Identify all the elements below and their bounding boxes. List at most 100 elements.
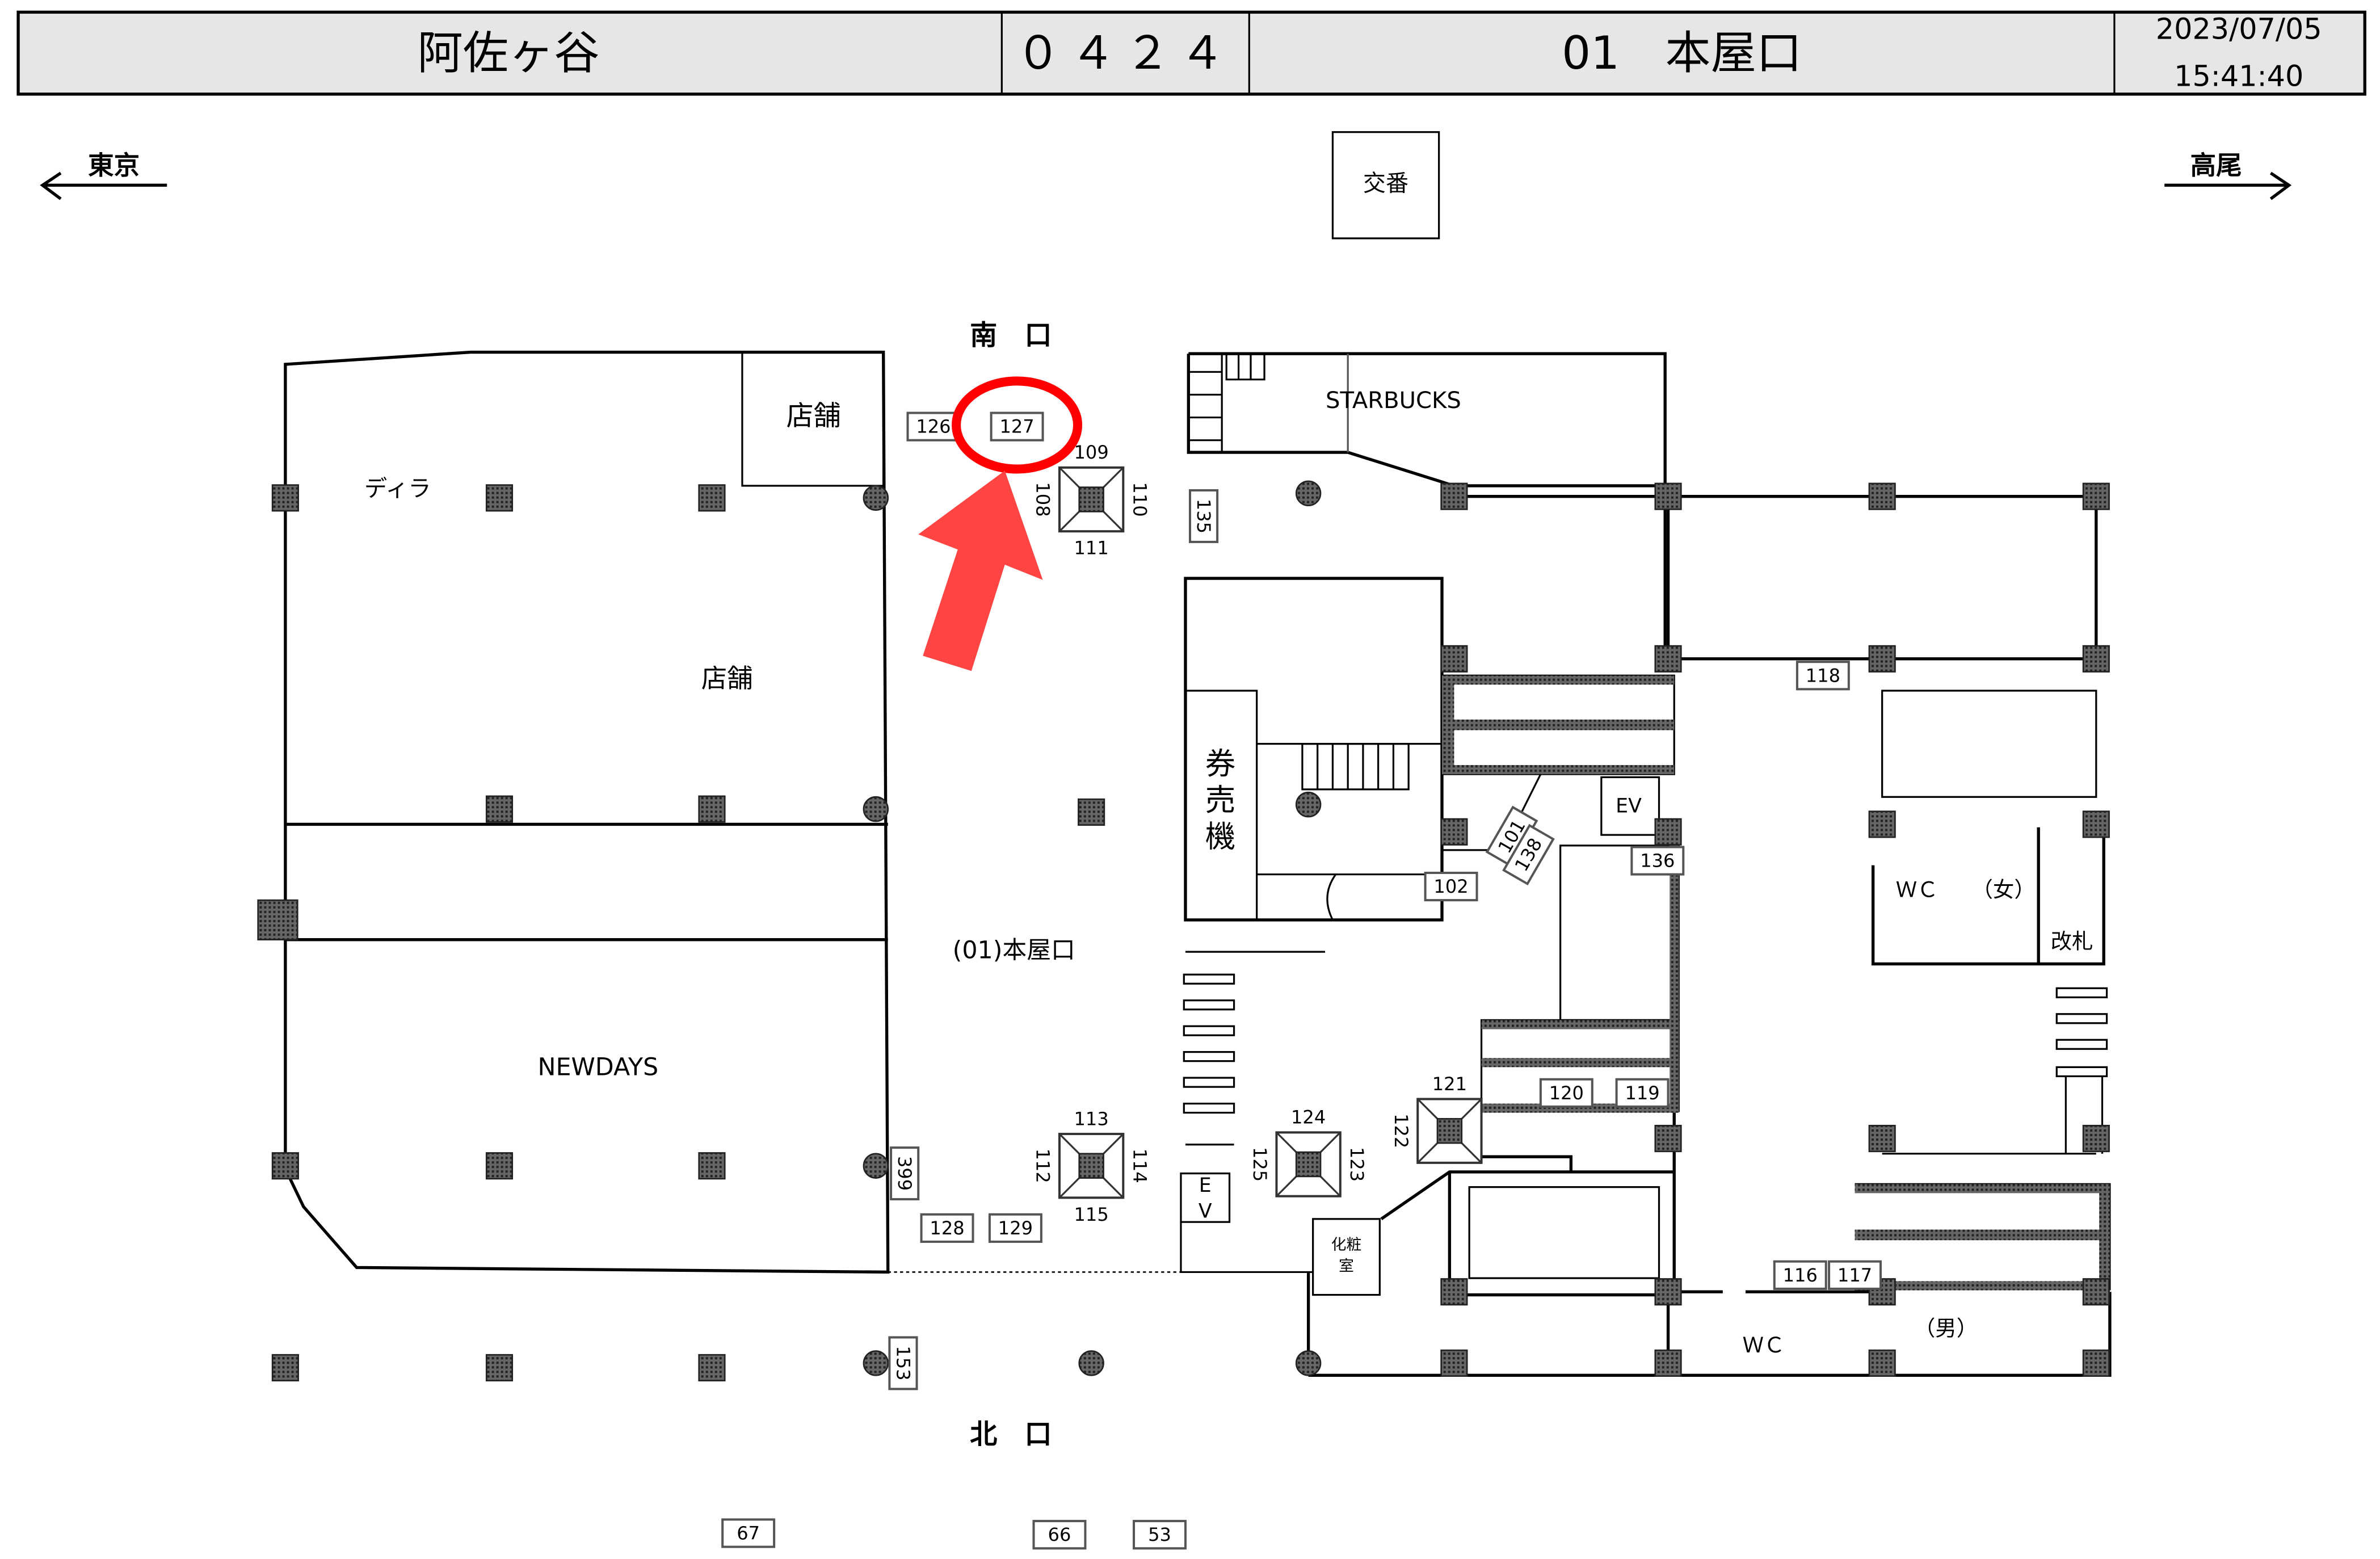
svg-text:136: 136 bbox=[1640, 850, 1675, 872]
pillar bbox=[698, 1152, 726, 1180]
number-tag: 66 bbox=[1032, 1520, 1087, 1550]
ticket-machine-label-3: 機 bbox=[1205, 818, 1236, 854]
escalator-number: 109 bbox=[1074, 442, 1109, 463]
north-exit-label: 北 口 bbox=[970, 1419, 1052, 1451]
elevator-label-lower-1: E bbox=[1199, 1174, 1212, 1197]
pillar-round bbox=[863, 1153, 889, 1179]
ticket-gate-label: 改札 bbox=[2051, 928, 2093, 953]
pillar bbox=[485, 1152, 514, 1180]
pillar bbox=[2082, 1125, 2110, 1153]
female-label: （女） bbox=[1972, 877, 2036, 902]
pillar bbox=[1078, 798, 1105, 826]
pillar bbox=[1440, 482, 1468, 510]
header-bar: 阿佐ヶ谷 ０４２４ 01 本屋口 2023/07/05 15:41:40 bbox=[16, 10, 2366, 96]
exit-name: 01 本屋口 bbox=[1562, 27, 1802, 79]
direction-tokyo: 東京 bbox=[40, 150, 167, 200]
ticket-machine-label-1: 券 bbox=[1205, 746, 1236, 781]
pillar bbox=[2082, 645, 2110, 673]
escalator-number: 125 bbox=[1249, 1147, 1271, 1182]
svg-text:53: 53 bbox=[1148, 1524, 1171, 1545]
number-tag: 399 bbox=[890, 1146, 920, 1201]
arrow-right-icon bbox=[2164, 171, 2292, 200]
direction-takao: 高尾 bbox=[2164, 150, 2292, 200]
elevator-label-lower-2: V bbox=[1199, 1200, 1212, 1222]
svg-text:116: 116 bbox=[1783, 1264, 1818, 1286]
wc-female-label: ＷＣ bbox=[1896, 877, 1939, 902]
svg-text:119: 119 bbox=[1625, 1082, 1659, 1104]
pillar bbox=[2082, 482, 2110, 510]
number-tag: 129 bbox=[988, 1213, 1042, 1243]
crosswalk-mark bbox=[1183, 973, 1235, 985]
number-tag: 138 bbox=[1502, 823, 1555, 886]
number-tag: 53 bbox=[1133, 1520, 1187, 1550]
elevator-label-upper: EV bbox=[1616, 795, 1642, 817]
svg-text:120: 120 bbox=[1549, 1082, 1584, 1104]
newdays-label: NEWDAYS bbox=[537, 1053, 658, 1081]
pillar-round bbox=[1295, 1350, 1322, 1376]
pillar-round bbox=[1078, 1350, 1104, 1376]
svg-text:127: 127 bbox=[999, 416, 1034, 438]
escalator-number: 121 bbox=[1432, 1073, 1467, 1095]
pillar bbox=[2082, 1349, 2110, 1377]
pillar bbox=[698, 795, 726, 823]
powder-room-label-2: 室 bbox=[1339, 1257, 1354, 1275]
station-code: ０４２４ bbox=[1015, 27, 1234, 79]
pillar bbox=[1654, 818, 1682, 846]
escalator-number: 108 bbox=[1032, 482, 1054, 516]
pillar-round bbox=[863, 796, 889, 822]
pillar bbox=[1440, 818, 1468, 846]
number-tag: 126 bbox=[906, 411, 961, 442]
svg-text:399: 399 bbox=[894, 1156, 915, 1191]
pillar bbox=[485, 1354, 514, 1382]
dila-label: ディラ bbox=[364, 476, 431, 502]
crosswalk-mark bbox=[1183, 1051, 1235, 1062]
wc-male-label: ＷＣ bbox=[1743, 1333, 1785, 1358]
crosswalk-mark bbox=[1183, 999, 1235, 1011]
highlight-circle bbox=[952, 376, 1083, 474]
svg-text:118: 118 bbox=[1806, 665, 1840, 686]
pillar bbox=[1440, 645, 1468, 673]
escalator-number: 122 bbox=[1390, 1113, 1412, 1148]
pillar bbox=[271, 484, 299, 512]
small-stair bbox=[1301, 743, 1410, 791]
pillar bbox=[1654, 1349, 1682, 1377]
pillar bbox=[1868, 1125, 1896, 1153]
koban-box: 交番 bbox=[1331, 131, 1440, 239]
number-tag: 119 bbox=[1615, 1078, 1670, 1108]
pillar-round bbox=[863, 1350, 889, 1376]
svg-text:117: 117 bbox=[1837, 1264, 1872, 1286]
number-tag: 116 bbox=[1773, 1260, 1827, 1290]
concourse-structure: 券 売 機 EV ＷＣ （女） 改札 bbox=[1180, 494, 2112, 1377]
pillar bbox=[271, 1354, 299, 1382]
pillar-round bbox=[1295, 791, 1322, 818]
pillar bbox=[1440, 1278, 1468, 1306]
south-exit-label: 南 口 bbox=[970, 320, 1052, 351]
svg-text:153: 153 bbox=[892, 1346, 914, 1380]
powder-room-label-1: 化粧 bbox=[1331, 1236, 1361, 1254]
svg-text:102: 102 bbox=[1433, 876, 1468, 897]
escalator-number: 124 bbox=[1291, 1107, 1326, 1128]
station-name: 阿佐ヶ谷 bbox=[418, 27, 600, 79]
svg-text:129: 129 bbox=[998, 1217, 1033, 1239]
ticket-machine-label-2: 売 bbox=[1205, 782, 1236, 818]
shop-label-mid: 店舗 bbox=[701, 663, 753, 694]
crosswalk-mark bbox=[1183, 1077, 1235, 1088]
pillar bbox=[1868, 645, 1896, 673]
number-tag: 136 bbox=[1630, 846, 1685, 876]
red-arrow-icon bbox=[918, 470, 1043, 671]
number-tag: 120 bbox=[1539, 1078, 1593, 1108]
number-tag: 118 bbox=[1795, 661, 1850, 691]
escalator-icon: 121 122 bbox=[1390, 1073, 1483, 1164]
crosswalk-mark bbox=[1183, 1102, 1235, 1114]
escalator-number: 111 bbox=[1074, 537, 1109, 559]
shop-label-top: 店舗 bbox=[787, 400, 841, 432]
pillar bbox=[698, 1354, 726, 1382]
pillar bbox=[271, 1152, 299, 1180]
pillar bbox=[1654, 482, 1682, 510]
pillars bbox=[257, 480, 2110, 1382]
escalator-number: 112 bbox=[1032, 1149, 1054, 1183]
